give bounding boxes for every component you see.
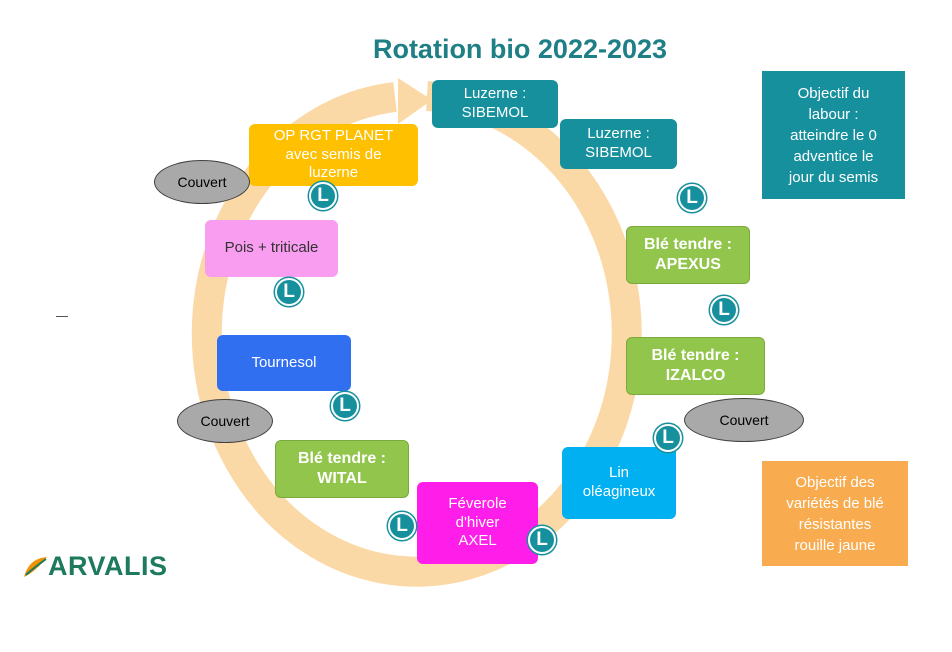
labour-icon: L (654, 424, 682, 452)
couvert-ellipse-left-top: Couvert (154, 160, 250, 204)
crop-feverole-axel: Féverole d'hiver AXEL (417, 482, 538, 564)
crop-ble-izalco: Blé tendre : IZALCO (626, 337, 765, 395)
labour-icon: L (309, 182, 337, 210)
arvalis-logo-text: ARVALIS (48, 551, 168, 581)
crop-lin-oleagineux: Lin oléagineux (562, 447, 676, 519)
labour-icon: L (528, 526, 556, 554)
crop-ble-apexus: Blé tendre : APEXUS (626, 226, 750, 284)
labour-icon: L (710, 296, 738, 324)
crop-ble-wital: Blé tendre : WITAL (275, 440, 409, 498)
arvalis-logo: ARVALIS (22, 551, 168, 582)
note-objectif-varietes: Objectif des variétés de blé résistantes… (762, 461, 908, 566)
labour-icon: L (331, 392, 359, 420)
arvalis-leaf-icon (24, 556, 47, 577)
crop-luzerne-1: Luzerne : SIBEMOL (432, 80, 558, 128)
note-objectif-labour: Objectif du labour : atteindre le 0 adve… (762, 71, 905, 199)
labour-icon: L (678, 184, 706, 212)
labour-icon: L (388, 512, 416, 540)
rotation-ring-arrowhead (398, 78, 432, 124)
stray-dash (56, 316, 68, 317)
crop-pois-triticale: Pois + triticale (205, 220, 338, 277)
couvert-ellipse-right: Couvert (684, 398, 804, 442)
crop-luzerne-2: Luzerne : SIBEMOL (560, 119, 677, 169)
couvert-ellipse-left-bottom: Couvert (177, 399, 273, 443)
labour-icon: L (275, 278, 303, 306)
crop-op-rgt-planet: OP RGT PLANET avec semis de luzerne (249, 124, 418, 186)
crop-tournesol: Tournesol (217, 335, 351, 391)
diagram-title: Rotation bio 2022-2023 (372, 34, 668, 64)
